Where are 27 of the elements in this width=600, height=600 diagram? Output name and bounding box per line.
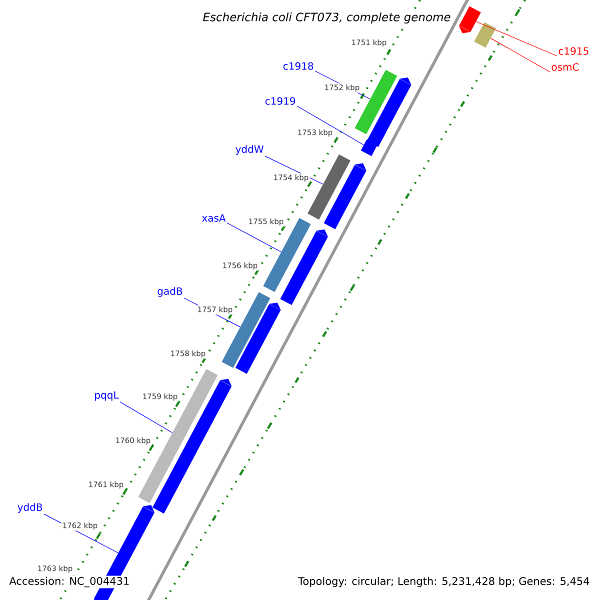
gene-block	[280, 229, 328, 306]
title: Escherichia coli CFT073, complete genome	[202, 11, 452, 25]
gene-block	[366, 78, 412, 147]
leader-line	[476, 21, 558, 56]
accession-text: Accession: NC_004431	[8, 576, 131, 588]
gene-block	[360, 138, 378, 156]
genome-info-text: Topology: circular; Length: 5,231,428 bp; Genes: 5,454	[297, 576, 591, 588]
leader-line	[226, 222, 282, 252]
gene-label: yddB	[18, 503, 42, 513]
gene-label: pqqL	[95, 391, 119, 401]
gene-label: xasA	[202, 214, 226, 222]
gene-label: c1919	[265, 97, 296, 105]
leader-line	[490, 38, 550, 72]
leader-line	[120, 402, 173, 433]
gene-block	[324, 163, 366, 230]
gene-block	[235, 302, 281, 374]
gene-label: gadB	[158, 287, 182, 297]
gene-block	[138, 368, 218, 504]
gene-block	[308, 154, 350, 220]
gene-block	[458, 6, 481, 34]
gene-label: osmC	[552, 63, 579, 71]
gene-block	[222, 292, 270, 368]
gene-label: yddW	[236, 145, 264, 155]
leader-line	[296, 106, 364, 146]
gene-label: c1915	[558, 47, 588, 55]
gene-block	[474, 22, 496, 48]
gene-label: c1918	[283, 62, 314, 70]
